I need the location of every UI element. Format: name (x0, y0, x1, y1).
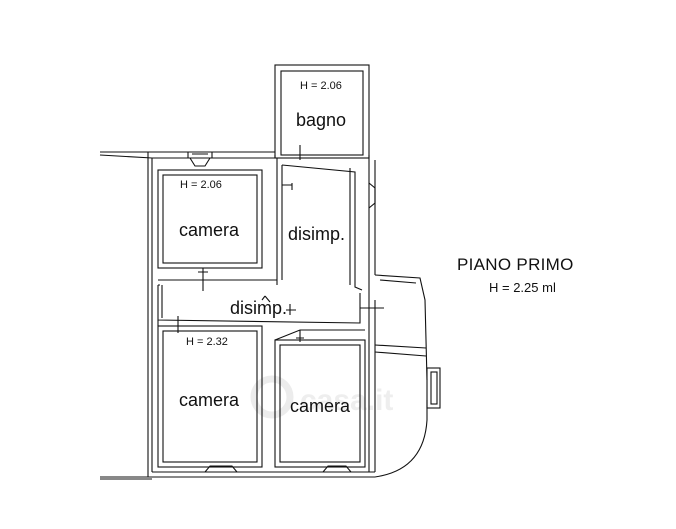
windows (187, 152, 376, 478)
watermark: casa.it (250, 375, 393, 419)
room-label-camera-bottom-left: camera (179, 390, 240, 410)
interior-walls (157, 158, 366, 468)
room-height-camera-top: H = 2.06 (180, 179, 222, 191)
room-label-disimp-right: disimp. (288, 224, 345, 244)
room-label-disimp-corridor: disimp. (230, 298, 287, 318)
watermark-text: casa.it (300, 384, 393, 417)
room-label-bagno: bagno (296, 110, 346, 130)
plan-general-height: H = 2.25 ml (489, 280, 556, 295)
plan-title: PIANO PRIMO (457, 255, 574, 274)
room-label-camera-bottom-right: camera (290, 396, 351, 416)
room-label-camera-top: camera (179, 220, 240, 240)
doors (174, 145, 384, 342)
room-height-bagno: H = 2.06 (300, 80, 342, 92)
room-height-camera-bottom-left: H = 2.32 (186, 336, 228, 348)
